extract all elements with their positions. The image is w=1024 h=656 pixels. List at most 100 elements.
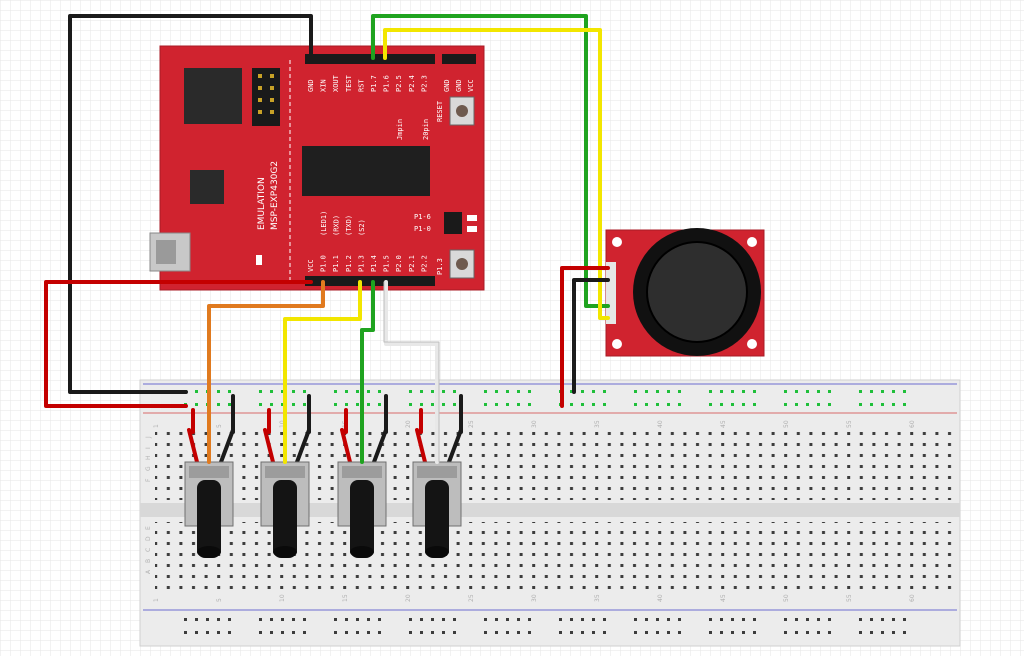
launchpad-board: EMULATION MSP-EXP430G2 GND XIN XOUT TEST RST… bbox=[149, 45, 485, 291]
pot-2[interactable] bbox=[260, 394, 311, 558]
bottom-pin-label: P1.2 bbox=[345, 255, 353, 272]
top-right-pin-labels: GND GND VCC bbox=[443, 79, 475, 92]
row-letter: F bbox=[145, 478, 152, 482]
column-number-top: 20 bbox=[405, 420, 412, 428]
column-number-bottom: 20 bbox=[405, 594, 412, 602]
wire-black-gnd bbox=[68, 14, 313, 394]
row-letter: G bbox=[145, 466, 152, 471]
bottom-pin-label: P1.4 bbox=[370, 255, 378, 272]
bottom-power-rail bbox=[184, 618, 906, 634]
column-number-bottom: 45 bbox=[720, 594, 727, 602]
bottom-pin-label: P1.5 bbox=[383, 255, 391, 272]
column-number-top: 40 bbox=[657, 420, 664, 428]
top-pin-header bbox=[305, 54, 435, 64]
p13-button-label: P1.3 bbox=[436, 258, 444, 275]
column-number-bottom: 25 bbox=[468, 594, 475, 602]
wire-green-p17 bbox=[371, 14, 610, 308]
top-pin-label: TEST bbox=[345, 74, 353, 92]
pot-4[interactable] bbox=[412, 394, 463, 558]
top-pin-labels: GND XIN XOUT TEST RST P1.7 P1.6 P2.5 P2.4 P2.3 bbox=[307, 74, 428, 92]
joystick-pin-header bbox=[606, 262, 616, 324]
top-right-pin-label: GND bbox=[443, 79, 451, 92]
emulation-chip bbox=[184, 68, 242, 124]
column-number-bottom: 1 bbox=[153, 598, 160, 602]
top-pin-label: P2.5 bbox=[395, 75, 403, 92]
bottom-pin-label: P2.0 bbox=[395, 255, 403, 272]
bottom-pin-label: P1.1 bbox=[332, 255, 340, 272]
bottom-pin-labels: VCC P1.0 P1.1 P1.2 P1.3 P1.4 P1.5 P2.0 P2.1 P2.2 bbox=[307, 255, 428, 272]
row-letter: B bbox=[145, 559, 152, 563]
bottom-pin-note: (LED1) bbox=[320, 211, 328, 236]
top-pin-label: P2.3 bbox=[420, 75, 428, 92]
row-letter: D bbox=[145, 536, 152, 541]
column-number-top: 60 bbox=[909, 420, 916, 428]
top-right-pin-header bbox=[442, 54, 476, 64]
column-number-bottom: 10 bbox=[279, 594, 286, 602]
column-number-top: 1 bbox=[153, 424, 160, 428]
bottom-pin-note: (S2) bbox=[358, 219, 366, 236]
row-letter: A bbox=[145, 569, 152, 574]
column-number-top: 45 bbox=[720, 420, 727, 428]
top-pin-label: P1.7 bbox=[370, 75, 378, 92]
bottom-pin-label: P1.3 bbox=[357, 255, 365, 272]
bottom-pin-label: P2.2 bbox=[420, 255, 428, 272]
column-number-bottom: 30 bbox=[531, 594, 538, 602]
bottom-pin-label: P1.0 bbox=[320, 255, 328, 272]
column-number-bottom: 40 bbox=[657, 594, 664, 602]
column-number-top: 25 bbox=[468, 420, 475, 428]
wire-green-p14 bbox=[360, 280, 375, 464]
row-letter: C bbox=[145, 548, 152, 552]
20pin-label: 20pin bbox=[422, 119, 430, 140]
column-number-top: 55 bbox=[846, 420, 853, 428]
column-number-bottom: 35 bbox=[594, 594, 601, 602]
wire-orange-p10 bbox=[207, 280, 325, 464]
jumper-label-2: P1-0 bbox=[414, 225, 431, 233]
bottom-pin-note: (TXD) bbox=[345, 215, 353, 236]
board-name-label: MSP-EXP430G2 bbox=[270, 161, 280, 230]
column-number-top: 30 bbox=[531, 420, 538, 428]
top-right-pin-label: VCC bbox=[467, 79, 475, 92]
top-pin-label: XOUT bbox=[332, 74, 340, 92]
wire-yellow-p16 bbox=[383, 28, 610, 320]
top-pin-label: GND bbox=[307, 79, 315, 92]
top-pin-label: P2.4 bbox=[408, 75, 416, 92]
bottom-pin-note: (RXD) bbox=[333, 215, 341, 236]
led-marker bbox=[256, 255, 262, 265]
pot-3[interactable] bbox=[337, 394, 388, 558]
top-pin-label: RST bbox=[357, 79, 365, 92]
reset-label: RESET bbox=[436, 100, 444, 122]
column-number-top: 5 bbox=[216, 424, 223, 428]
wire-white-p15 bbox=[384, 280, 439, 464]
wire-black-joystick bbox=[572, 278, 610, 394]
bottom-pin-header bbox=[305, 276, 435, 286]
jmpin-label: Jmpin bbox=[396, 119, 404, 140]
wire-yellow-p13 bbox=[283, 280, 362, 464]
pot-1[interactable] bbox=[184, 394, 235, 558]
joystick-module bbox=[605, 228, 765, 357]
column-number-top: 10 bbox=[279, 420, 286, 428]
jumper-block bbox=[444, 212, 462, 234]
row-letter: I bbox=[145, 447, 152, 449]
wire-red-vcc bbox=[44, 280, 313, 408]
bottom-pin-label: VCC bbox=[307, 259, 315, 272]
column-number-bottom: 55 bbox=[846, 594, 853, 602]
top-right-pin-label: GND bbox=[455, 79, 463, 92]
top-pin-label: XIN bbox=[320, 79, 328, 92]
emulation-label: EMULATION bbox=[257, 177, 267, 230]
bottom-pin-label: P2.1 bbox=[408, 255, 416, 272]
small-chip bbox=[190, 170, 224, 204]
row-letter: H bbox=[145, 455, 152, 460]
wire-red-joystick bbox=[560, 266, 610, 408]
row-letter: E bbox=[145, 526, 152, 530]
row-letter: J bbox=[145, 436, 152, 439]
column-number-top: 35 bbox=[594, 420, 601, 428]
breadboard-row-letters: J I H G F E D C B A bbox=[145, 436, 152, 574]
bottom-pin-notes: (LED1) (RXD) (TXD) (S2) bbox=[320, 211, 366, 236]
column-number-bottom: 5 bbox=[216, 598, 223, 602]
msp430-chip bbox=[302, 146, 430, 196]
column-number-top: 50 bbox=[783, 420, 790, 428]
wires bbox=[44, 14, 610, 464]
top-pin-label: P1.6 bbox=[383, 75, 391, 92]
column-number-bottom: 15 bbox=[342, 594, 349, 602]
